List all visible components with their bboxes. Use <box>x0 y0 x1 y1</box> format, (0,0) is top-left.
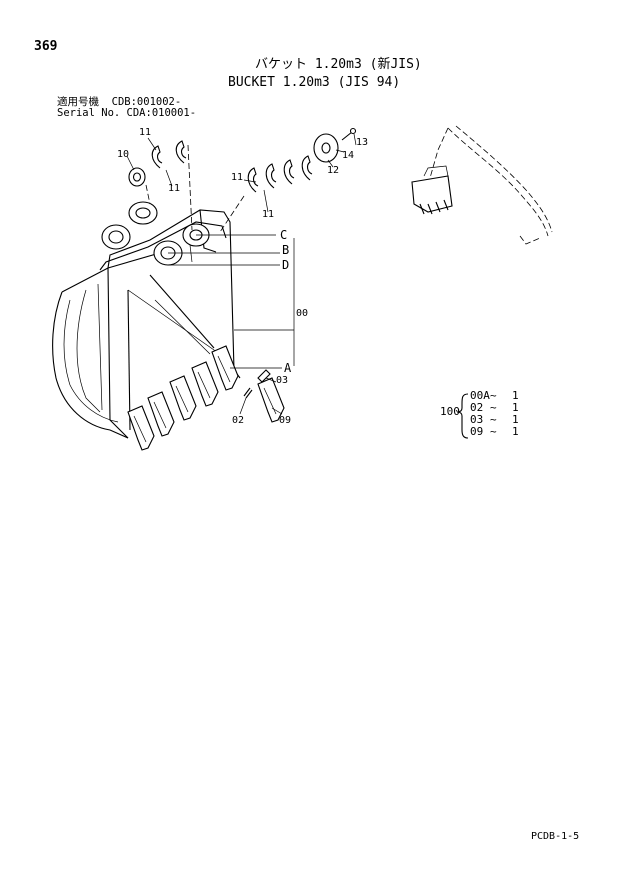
title-japanese: バケット 1.20m3 (新JIS) <box>255 57 422 72</box>
left-shims <box>128 140 193 231</box>
ref-letter-d: D <box>282 258 290 272</box>
parts-list-brace <box>456 393 469 439</box>
callout-11-top: 11 <box>139 127 152 138</box>
page-number: 369 <box>34 39 58 54</box>
serial-line-2: Serial No. CDA:010001- <box>57 107 197 119</box>
callout-12: 12 <box>327 165 340 176</box>
parts-list-sep: ~ <box>490 401 497 414</box>
parts-list-qty: 1 <box>512 389 519 402</box>
parts-list-qty: 1 <box>512 401 519 414</box>
parts-list-sep: ~ <box>490 413 497 426</box>
parts-list-qty: 1 <box>512 425 519 438</box>
serial-line-1: 適用号機 CDB:001002- <box>57 96 182 108</box>
callout-03: 03 <box>276 375 289 386</box>
parts-list-qty: 1 <box>512 413 519 426</box>
callout-13: 13 <box>356 137 369 148</box>
bucket-bosses <box>101 201 210 266</box>
excavator-thumbnail <box>411 125 553 245</box>
title-english: BUCKET 1.20m3 (JIS 94) <box>228 75 401 90</box>
right-shims <box>219 127 357 233</box>
callout-leaders <box>126 133 357 415</box>
footer-code: PCDB-1-5 <box>531 831 580 842</box>
callout-09: 09 <box>279 415 292 426</box>
callout-11-bottom-right: 11 <box>262 209 275 220</box>
parts-list-part: 09 <box>470 425 484 438</box>
callout-02: 02 <box>232 415 245 426</box>
ref-letter-a: A <box>284 361 292 375</box>
callout-11-bottom-left: 11 <box>168 183 181 194</box>
parts-list-sep: ~ <box>490 425 497 438</box>
callout-10: 10 <box>117 149 130 160</box>
ref-letter-c: C <box>280 228 288 242</box>
parts-list-sep: ~ <box>490 389 497 402</box>
callout-11-right: 11 <box>231 172 244 183</box>
parts-list-assembly: 100 <box>440 405 460 418</box>
bucket-teeth <box>127 345 285 451</box>
reference-leaders <box>168 234 295 369</box>
callout-00: 00 <box>296 308 309 319</box>
ref-letter-b: B <box>282 243 290 257</box>
callout-14: 14 <box>342 150 355 161</box>
parts-list-part: 00A <box>470 389 490 402</box>
parts-list-part: 02 <box>470 401 484 414</box>
parts-list-part: 03 <box>470 413 484 426</box>
